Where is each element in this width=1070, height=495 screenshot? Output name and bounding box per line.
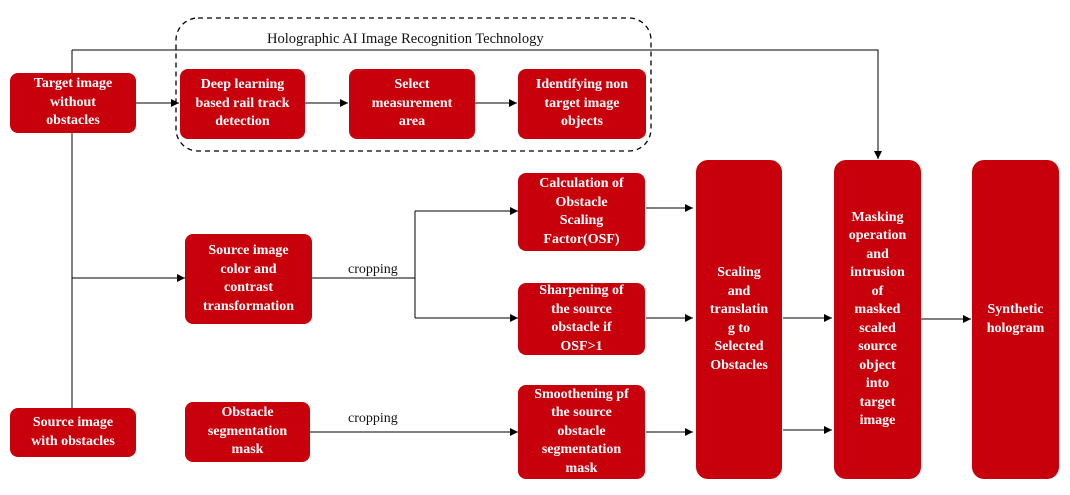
cropping-label: cropping	[348, 262, 398, 277]
node-osf: Calculation of Obstacle Scaling Factor(O…	[518, 173, 645, 251]
group-title: Holographic AI Image Recognition Technol…	[267, 31, 544, 47]
node-deep-learning: Deep learning based rail track detection	[180, 69, 305, 139]
ai-group-boundary	[175, 17, 652, 152]
node-select-area: Select measurement area	[349, 69, 475, 139]
node-scaling: Scaling and translatin g to Selected Obs…	[696, 160, 782, 479]
node-identify-non-target: Identifying non target image objects	[518, 69, 646, 139]
cropping-label: cropping	[348, 411, 398, 426]
node-masking: Masking operation and intrusion of maske…	[834, 160, 921, 479]
node-source-image: Source image with obstacles	[10, 408, 136, 457]
arrow-target-to-masking	[72, 49, 882, 159]
node-segmentation-mask: Obstacle segmentation mask	[185, 402, 310, 462]
node-target-image: Target image without obstacles	[10, 73, 136, 133]
node-color-contrast: Source image color and contrast transfor…	[185, 234, 312, 324]
node-hologram: Synthetic hologram	[972, 160, 1059, 479]
node-smoothening: Smoothening pf the source obstacle segme…	[518, 385, 645, 479]
node-sharpening: Sharpening of the source obstacle if OSF…	[518, 283, 645, 355]
